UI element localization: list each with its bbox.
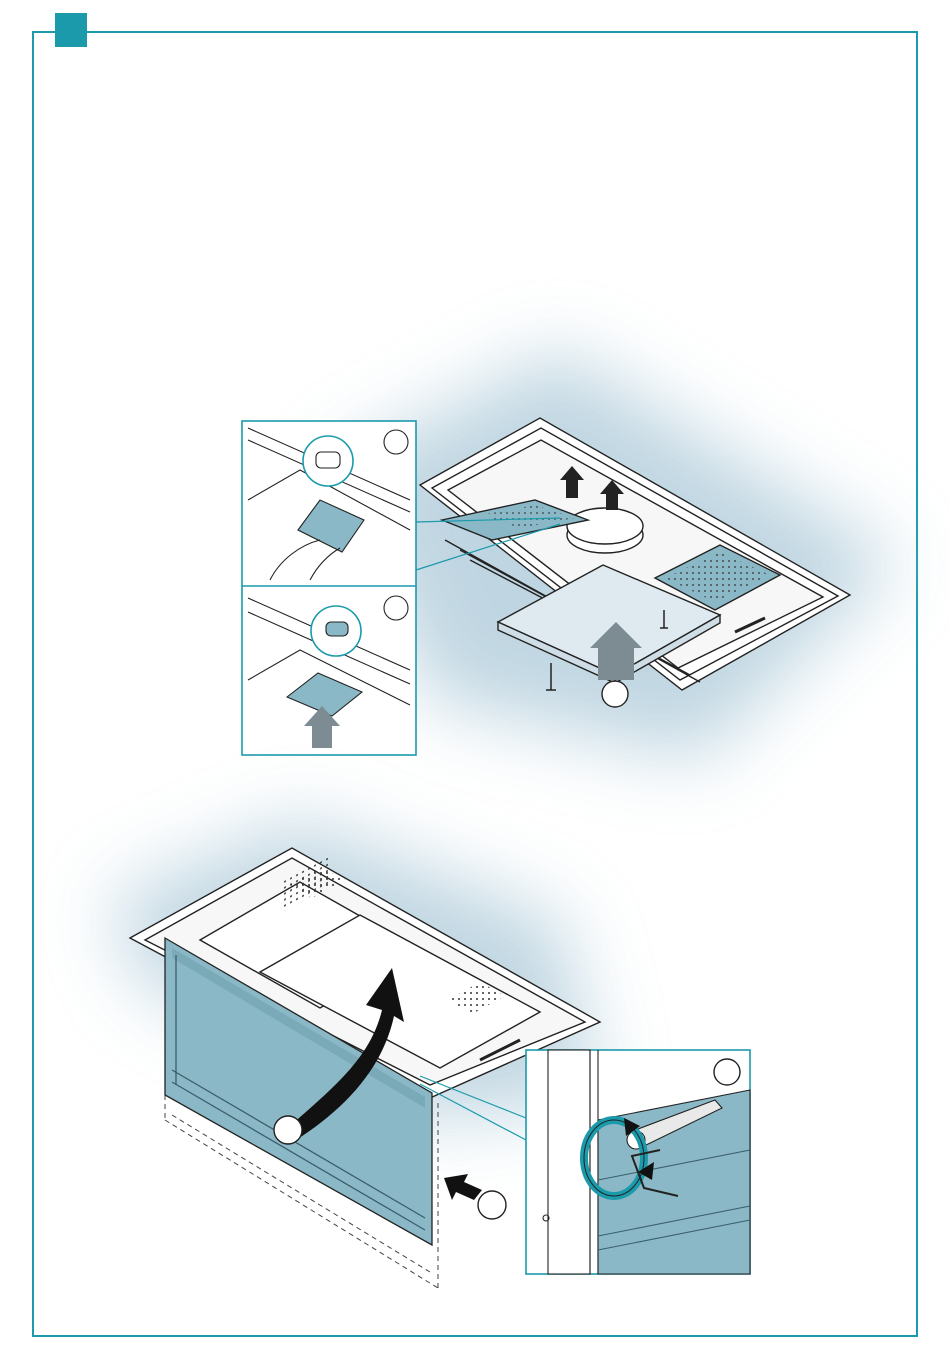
arrow-right-icon bbox=[444, 1174, 482, 1200]
inset-top bbox=[242, 421, 416, 755]
figure-bottom bbox=[110, 820, 750, 1288]
step-marker-1 bbox=[602, 681, 628, 707]
step-marker-3 bbox=[384, 596, 408, 620]
step-marker-3-bottom bbox=[714, 1059, 740, 1085]
step-marker-2-bottom bbox=[478, 1191, 506, 1219]
inset-bottom bbox=[526, 1050, 750, 1274]
figure-top bbox=[242, 350, 900, 760]
step-marker-2 bbox=[384, 430, 408, 454]
step-marker-1-bottom bbox=[274, 1116, 302, 1144]
